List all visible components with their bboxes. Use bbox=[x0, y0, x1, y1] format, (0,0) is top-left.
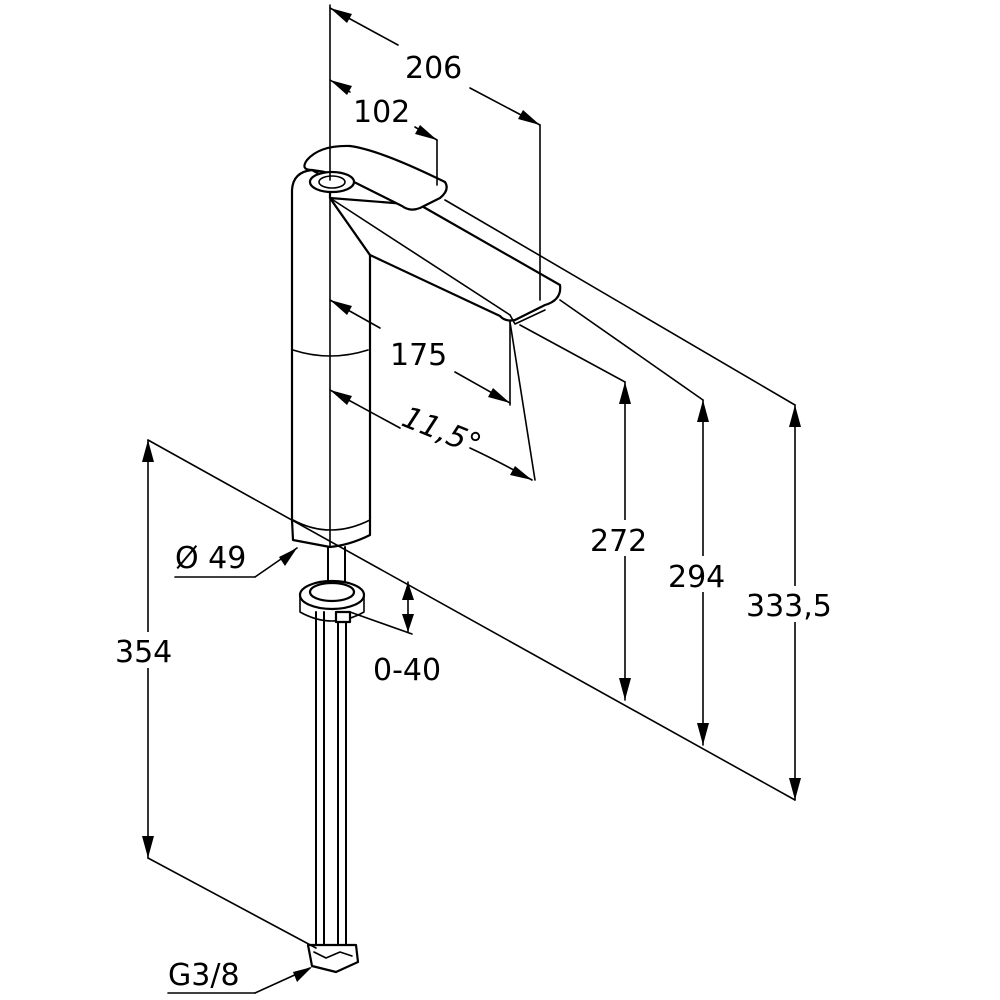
supply-hoses bbox=[306, 611, 360, 974]
label-333-5: 333,5 bbox=[746, 589, 832, 624]
base-reference-line bbox=[147, 439, 796, 801]
dimension-294: 294 bbox=[559, 299, 743, 746]
label-diameter: Ø 49 bbox=[175, 541, 246, 576]
label-175: 175 bbox=[390, 338, 447, 373]
dimension-0-40: 0-40 bbox=[349, 581, 441, 688]
dimension-354: 354 bbox=[110, 439, 317, 949]
mounting-shank bbox=[298, 546, 366, 624]
dimension-diameter: Ø 49 bbox=[174, 541, 298, 578]
spout bbox=[328, 196, 562, 325]
label-0-40: 0-40 bbox=[373, 653, 441, 688]
label-angle: 11,5° bbox=[397, 400, 486, 463]
dimension-thread: G3/8 bbox=[167, 958, 312, 994]
label-294: 294 bbox=[668, 560, 725, 595]
dimension-206: 206 bbox=[329, 4, 541, 301]
dimension-102: 102 bbox=[329, 79, 438, 186]
lever-handle bbox=[303, 144, 448, 211]
dimension-175: 175 bbox=[329, 299, 511, 406]
dimension-272: 272 bbox=[519, 324, 665, 701]
label-102: 102 bbox=[353, 95, 410, 130]
label-thread: G3/8 bbox=[168, 958, 240, 993]
dimension-333-5: 333,5 bbox=[444, 199, 842, 801]
label-206: 206 bbox=[405, 51, 462, 86]
label-272: 272 bbox=[590, 524, 647, 559]
faucet-body bbox=[290, 168, 372, 549]
label-354: 354 bbox=[115, 635, 172, 670]
